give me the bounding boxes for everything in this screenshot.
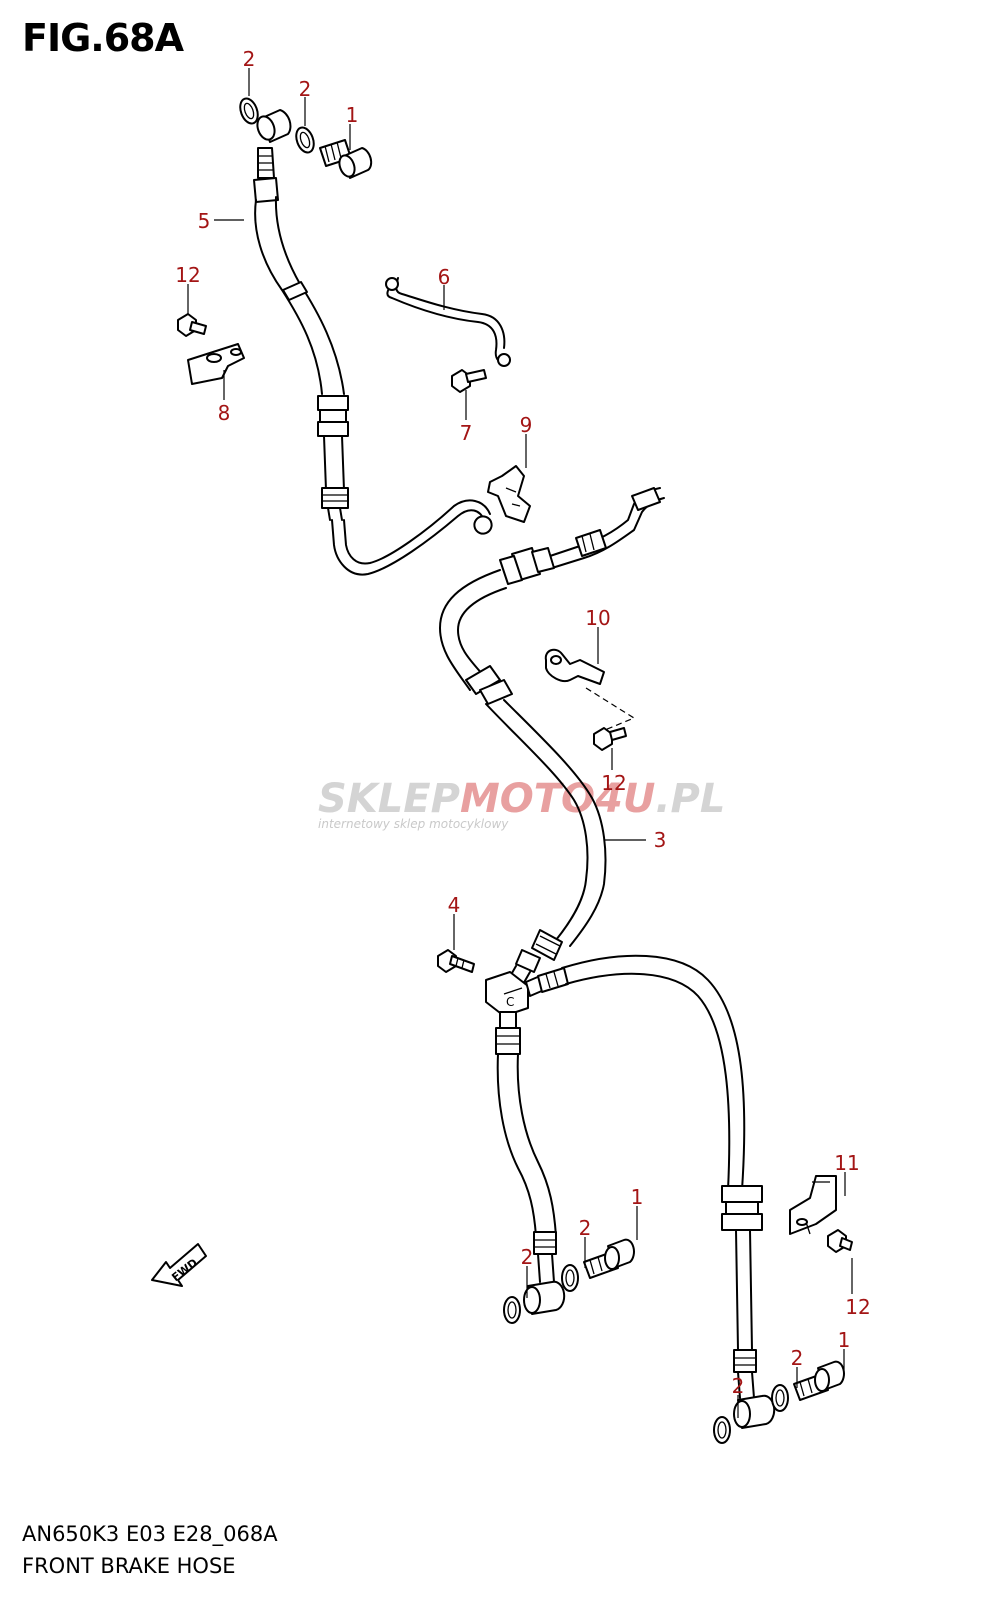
lower-left-hose bbox=[496, 1053, 635, 1324]
figure-title: FIG.68A bbox=[22, 16, 184, 60]
callout-washer-2-mid-b: 2 bbox=[579, 1216, 592, 1240]
callout-hose-5: 5 bbox=[198, 209, 211, 233]
figure-caption: FRONT BRAKE HOSE bbox=[22, 1554, 236, 1578]
svg-text:SKLEPMOTO4U.PL: SKLEPMOTO4U.PL bbox=[318, 776, 725, 822]
callout-bracket-8: 8 bbox=[218, 401, 231, 425]
bolt-4 bbox=[437, 949, 475, 973]
washer bbox=[771, 1384, 789, 1412]
forward-arrow-icon: FWD bbox=[151, 1243, 207, 1287]
clamp-11 bbox=[789, 1175, 853, 1253]
callout-washer-2-mid-a: 2 bbox=[521, 1245, 534, 1269]
callout-bolt-1-mid: 1 bbox=[631, 1185, 644, 1209]
grommet bbox=[317, 395, 349, 411]
callout-bracket-9: 9 bbox=[520, 413, 533, 437]
callout-washer-2-top-b: 2 bbox=[299, 77, 312, 101]
watermark-tagline: internetowy sklep motocyklowy bbox=[318, 817, 509, 831]
washer bbox=[561, 1264, 579, 1292]
callout-bolt-7: 7 bbox=[460, 421, 473, 445]
wire-clip bbox=[385, 277, 511, 367]
callout-bolt-4: 4 bbox=[448, 893, 461, 917]
watermark: SKLEPMOTO4U.PL internetowy sklep motocyk… bbox=[318, 776, 725, 831]
watermark-brand-2: MOTO bbox=[460, 776, 595, 822]
watermark-brand-3: 4U bbox=[594, 776, 655, 822]
leader-lines bbox=[187, 68, 853, 1418]
callout-hose-3: 3 bbox=[654, 828, 667, 852]
watermark-brand-4: .PL bbox=[655, 776, 725, 822]
callout-bolt-12-mid: 12 bbox=[601, 771, 626, 795]
callout-clip-6: 6 bbox=[438, 265, 451, 289]
washer bbox=[713, 1416, 731, 1444]
brake-junction-block: C bbox=[485, 967, 569, 1055]
callout-washer-2-bottom-b: 2 bbox=[791, 1346, 804, 1370]
bracket bbox=[187, 343, 245, 385]
upper-banjo-assembly bbox=[239, 97, 373, 203]
callout-bolt-12-lower: 12 bbox=[845, 1295, 870, 1319]
lower-right-hose bbox=[561, 954, 845, 1444]
callout-bolt-1-bottom: 1 bbox=[838, 1328, 851, 1352]
svg-text:C: C bbox=[506, 995, 514, 1009]
upper-brake-hose bbox=[254, 196, 493, 576]
callouts: 2 2 1 5 12 8 6 7 9 10 12 3 4 1 2 2 11 12… bbox=[175, 47, 870, 1398]
figure-footer: AN650K3 E03 E28_068A FRONT BRAKE HOSE bbox=[22, 1518, 278, 1582]
callout-clamp-11: 11 bbox=[834, 1151, 859, 1175]
upper-left-clamp bbox=[177, 313, 245, 385]
grommet bbox=[721, 1185, 763, 1203]
callout-clamp-10: 10 bbox=[585, 606, 610, 630]
watermark-brand-1: SKLEP bbox=[318, 776, 460, 822]
main-brake-hose bbox=[439, 487, 665, 987]
washer bbox=[295, 126, 315, 154]
callout-bolt-12-upper: 12 bbox=[175, 263, 200, 287]
washer bbox=[503, 1296, 521, 1324]
clamp-10 bbox=[544, 648, 636, 751]
bracket-9 bbox=[487, 465, 531, 523]
small-bolt-7 bbox=[451, 369, 487, 393]
callout-bolt-1-top: 1 bbox=[346, 103, 359, 127]
callout-washer-2-top-a: 2 bbox=[243, 47, 256, 71]
callout-washer-2-bottom-a: 2 bbox=[732, 1374, 745, 1398]
model-code: AN650K3 E03 E28_068A bbox=[22, 1522, 278, 1546]
